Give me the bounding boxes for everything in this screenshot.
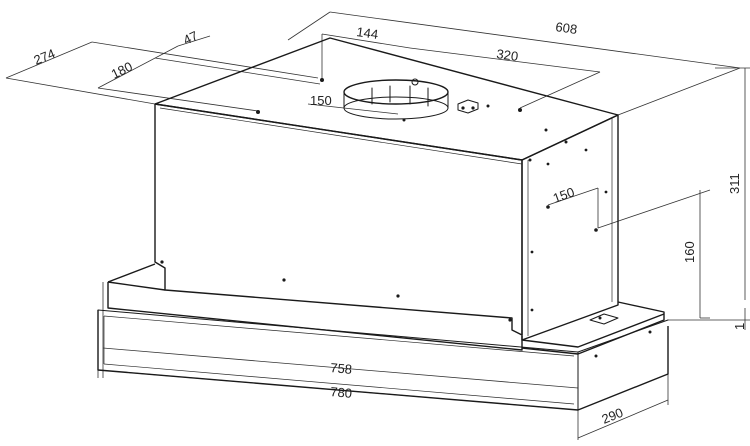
label-47: 47 <box>181 28 201 48</box>
label-150-side: 150 <box>551 184 577 206</box>
label-1: 1 <box>732 323 747 330</box>
label-180: 180 <box>109 59 135 82</box>
label-758: 758 <box>330 360 353 377</box>
label-311: 311 <box>727 173 742 194</box>
label-160: 160 <box>682 241 697 263</box>
label-274: 274 <box>32 46 58 68</box>
label-150-duct: 150 <box>310 93 332 108</box>
label-144: 144 <box>356 24 380 42</box>
hood-body <box>97 37 669 411</box>
label-780: 780 <box>330 384 353 401</box>
label-320: 320 <box>496 46 520 64</box>
label-608: 608 <box>555 19 579 37</box>
label-290: 290 <box>600 405 626 427</box>
